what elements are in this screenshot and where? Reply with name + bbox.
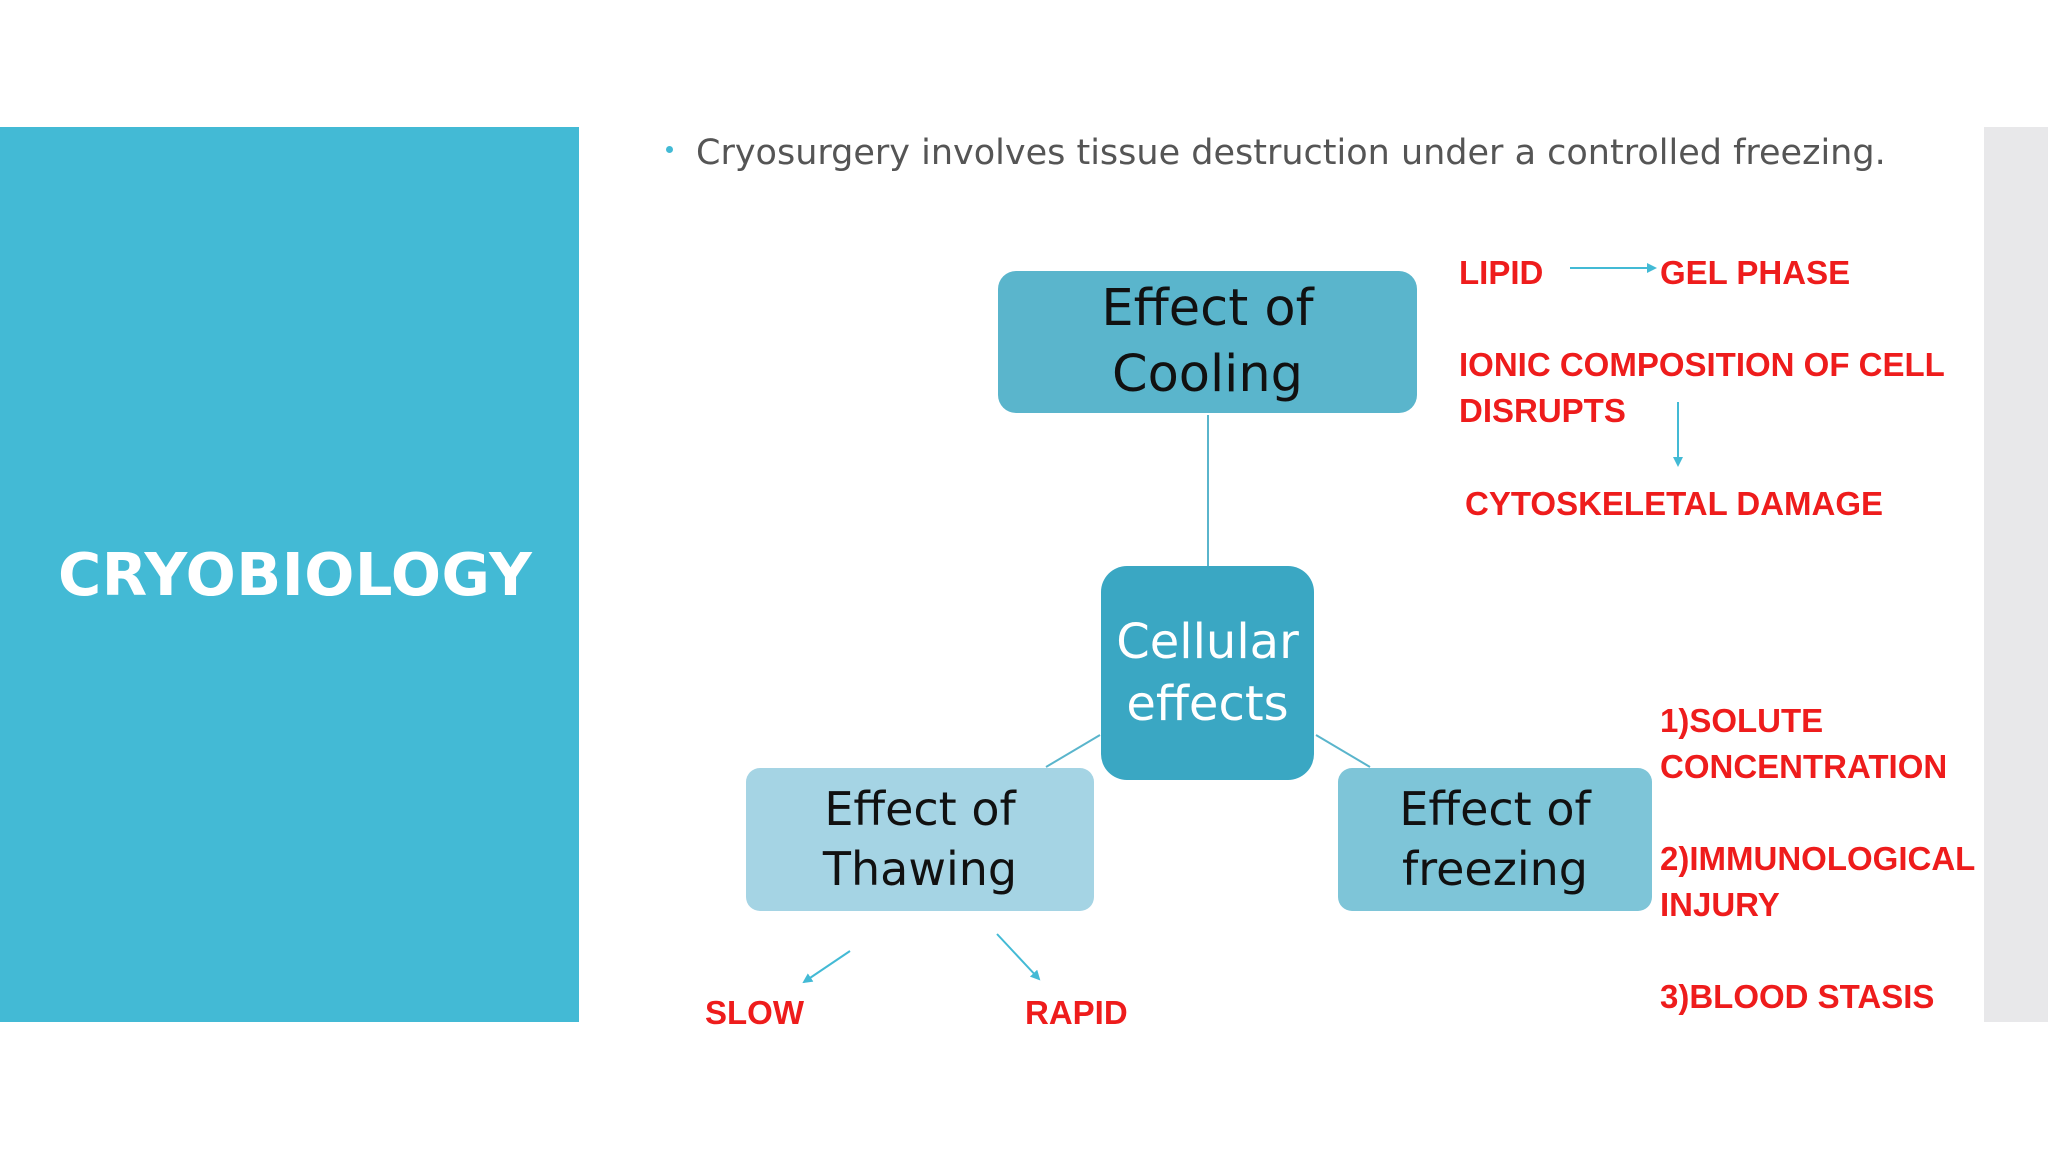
ionic-composition-annotation-line2: DISRUPTS <box>1459 392 1626 429</box>
gel-phase-annotation: GEL PHASE <box>1660 254 1851 291</box>
lipid-annotation: LIPID <box>1459 254 1544 291</box>
thawing-rapid-arrow <box>996 933 1041 981</box>
bullet-dot-icon <box>666 145 673 153</box>
freezing-label-line1: Effect of <box>1399 781 1591 836</box>
freezing-label-line2: freezing <box>1402 841 1588 896</box>
thawing-label-line1: Effect of <box>824 781 1016 836</box>
immunological-annotation-line2: INJURY <box>1660 886 1780 923</box>
slow-annotation: SLOW <box>705 994 804 1031</box>
connector-cellular-thawing <box>1045 734 1101 768</box>
effect-of-thawing-node: Effect of Thawing <box>746 768 1094 911</box>
blood-stasis-annotation: 3)BLOOD STASIS <box>1660 978 1935 1015</box>
cellular-effects-node: Cellular effects <box>1101 566 1314 780</box>
cellular-label-line1: Cellular <box>1116 613 1299 670</box>
solute-annotation-line2: CONCENTRATION <box>1660 748 1948 785</box>
slide-title: CRYOBIOLOGY <box>58 540 533 609</box>
bullet-text: Cryosurgery involves tissue destruction … <box>696 133 1886 173</box>
cytoskeletal-damage-annotation: CYTOSKELETAL DAMAGE <box>1465 485 1884 522</box>
right-margin-strip <box>1984 127 2048 1022</box>
ionic-composition-annotation-line1: IONIC COMPOSITION OF CELL <box>1459 346 1945 383</box>
connector-cellular-freezing <box>1315 734 1371 768</box>
thawing-label-line2: Thawing <box>822 841 1018 896</box>
immunological-annotation-line1: 2)IMMUNOLOGICAL <box>1660 840 1976 877</box>
title-panel <box>0 127 579 1022</box>
cellular-label-line2: effects <box>1126 676 1289 732</box>
rapid-annotation: RAPID <box>1025 994 1128 1031</box>
cooling-label: Effect of Cooling <box>1101 278 1314 404</box>
solute-annotation-line1: 1)SOLUTE <box>1660 702 1824 739</box>
effect-of-cooling-node: Effect of Cooling <box>998 271 1417 413</box>
effect-of-freezing-node: Effect of freezing <box>1338 768 1652 911</box>
bullet-point: Cryosurgery involves tissue destruction … <box>666 128 1886 178</box>
thawing-slow-arrow <box>802 950 851 984</box>
